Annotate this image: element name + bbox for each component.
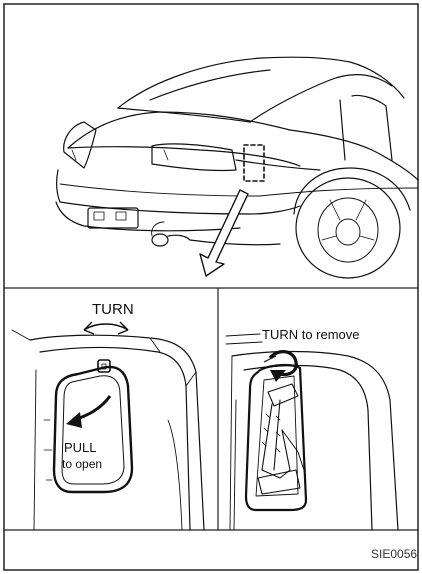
jack-detail-illustration: [226, 334, 398, 530]
figure-code: SIE0056: [371, 548, 417, 560]
down-arrow-icon: [200, 190, 248, 276]
curved-double-arrow-icon: [84, 322, 128, 334]
turn-label: TURN: [92, 302, 134, 317]
cover-detail-illustration: [12, 330, 204, 530]
jack: [262, 400, 290, 478]
exhaust-pipe: [152, 234, 168, 246]
license-plate: [88, 208, 138, 228]
car-illustration: [56, 57, 418, 278]
pull-label: PULL: [64, 441, 97, 454]
rear-wheel: [296, 178, 400, 278]
cover-panel: [54, 367, 132, 492]
turn-to-remove-label: TURN to remove: [262, 328, 360, 341]
figure-border: [4, 4, 418, 570]
curved-pull-arrow-icon: [66, 396, 110, 428]
to-open-label: to open: [62, 458, 102, 470]
